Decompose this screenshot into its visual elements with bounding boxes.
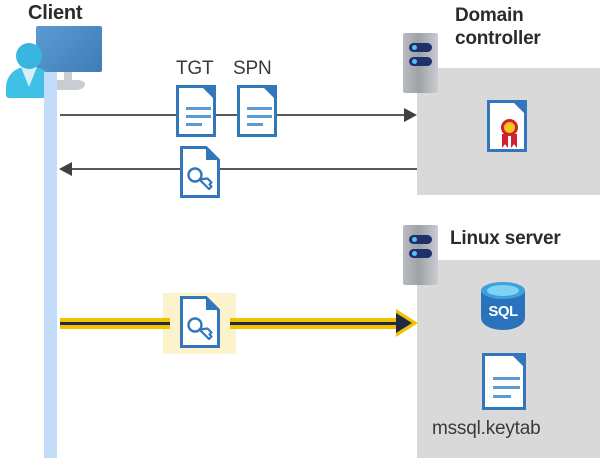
key-document-glyph	[180, 146, 220, 198]
certificate-ribbon-right	[511, 134, 517, 148]
user-head	[16, 43, 42, 69]
rack-led-1	[412, 237, 417, 242]
client-lifeline	[44, 72, 57, 458]
page-fold-corner	[261, 85, 277, 101]
spn-document-icon	[237, 85, 277, 137]
domain-controller-title-line1: Domain	[455, 5, 524, 26]
tgt-document-icon	[176, 85, 216, 137]
tgt-label: TGT	[176, 58, 214, 79]
monitor-stand-neck	[64, 72, 72, 81]
page-fold-corner	[200, 85, 216, 101]
database-cylinder-top-inner	[487, 285, 519, 296]
keytab-document-icon	[482, 353, 526, 410]
linux-server-rack-icon	[403, 225, 438, 285]
rack-slot-1	[409, 235, 432, 244]
certificate-icon	[487, 100, 527, 152]
client-computer-icon	[6, 26, 102, 98]
doc-text-line	[186, 123, 202, 126]
rack-led-2	[412, 59, 417, 64]
service-ticket-arrow-line-left	[60, 318, 170, 329]
sql-label: SQL	[488, 303, 518, 320]
rack-slot-2	[409, 57, 432, 66]
monitor-stand-base	[51, 80, 85, 90]
domain-controller-rack-icon	[403, 33, 438, 93]
service-ticket-arrow-head	[396, 313, 412, 333]
request-arrow-head	[404, 108, 417, 122]
spn-label: SPN	[233, 58, 272, 79]
service-ticket-arrow-line-right	[230, 318, 406, 329]
client-title: Client	[28, 2, 83, 24]
domain-controller-title: Domain controller	[455, 4, 595, 50]
sql-database-icon: SQL	[481, 282, 525, 336]
reply-arrow-line	[72, 168, 417, 170]
doc-text-line	[493, 377, 520, 380]
doc-text-line	[493, 395, 511, 398]
page-fold-corner	[510, 353, 526, 369]
doc-text-line	[247, 115, 272, 118]
doc-text-line	[186, 107, 211, 110]
linux-server-title: Linux server	[450, 228, 561, 249]
certificate-ribbon-left	[502, 134, 508, 148]
doc-text-line	[186, 115, 211, 118]
doc-text-line	[247, 107, 272, 110]
reply-arrow-head	[59, 162, 72, 176]
database-cylinder-top	[481, 282, 525, 299]
rack-led-2	[412, 251, 417, 256]
rack-led-1	[412, 45, 417, 50]
certificate-seal	[501, 119, 518, 136]
doc-text-line	[247, 123, 263, 126]
request-arrow-line	[60, 114, 405, 116]
keytab-filename-label: mssql.keytab	[432, 418, 541, 439]
key-document-icon	[180, 146, 220, 198]
domain-controller-title-line2: controller	[455, 28, 541, 49]
rack-slot-2	[409, 249, 432, 258]
rack-slot-1	[409, 43, 432, 52]
monitor-screen	[36, 26, 102, 72]
doc-text-line	[493, 386, 520, 389]
service-ticket-key-document-icon	[180, 296, 220, 348]
page-fold-corner	[511, 100, 527, 116]
key-document-glyph	[180, 296, 220, 348]
